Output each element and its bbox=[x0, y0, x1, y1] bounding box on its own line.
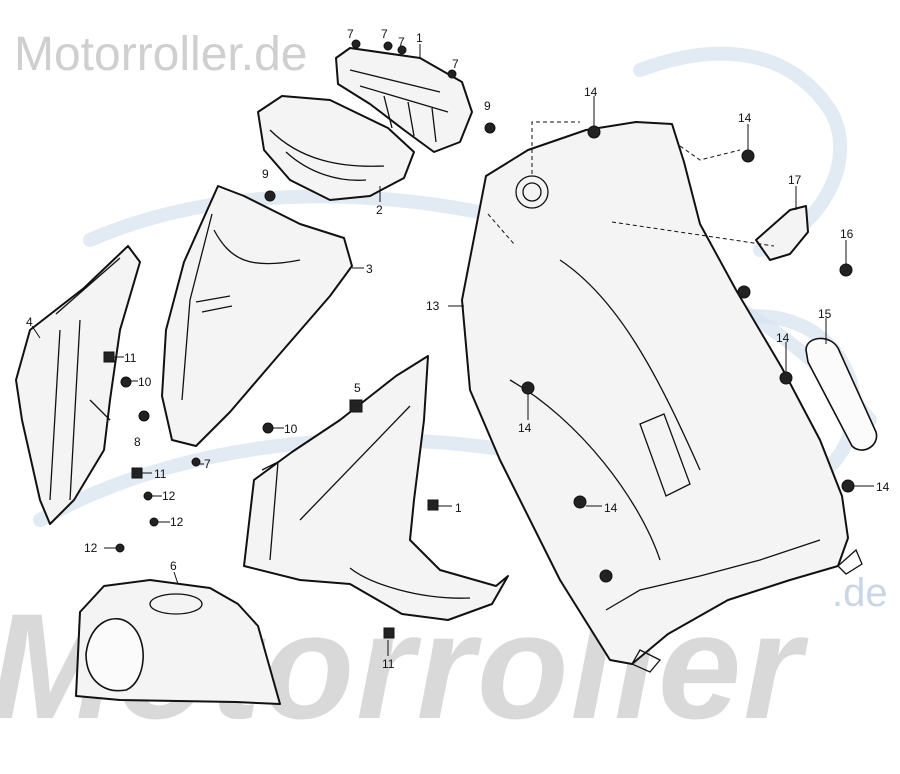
callout-7-d: 7 bbox=[452, 57, 459, 71]
callout-7-a: 7 bbox=[347, 27, 354, 41]
callout-7-e: 7 bbox=[204, 457, 211, 471]
part-inner-cover bbox=[75, 579, 281, 705]
part-lower-front-panel bbox=[243, 355, 509, 621]
part-side-cover-left bbox=[15, 245, 141, 525]
callout-17: 17 bbox=[788, 173, 802, 187]
callout-12-b: 12 bbox=[170, 515, 184, 529]
callout-7-b: 7 bbox=[381, 27, 388, 41]
callout-14-c: 14 bbox=[776, 331, 790, 345]
callout-6: 6 bbox=[170, 559, 177, 573]
callout-15: 15 bbox=[818, 307, 832, 321]
part-leg-shield bbox=[461, 121, 863, 673]
watermark-top: Motorroller.de bbox=[14, 28, 307, 81]
callout-10-b: 10 bbox=[284, 422, 298, 436]
callout-11-b: 11 bbox=[154, 467, 167, 481]
callout-14-f: 14 bbox=[876, 480, 890, 494]
watermark-corner: .de bbox=[832, 571, 888, 615]
callout-1: 1 bbox=[455, 501, 462, 515]
part-front-shield bbox=[161, 185, 353, 447]
callout-1-top: 1 bbox=[416, 31, 423, 45]
callout-13: 13 bbox=[426, 299, 440, 313]
part-headlight-bracket bbox=[335, 47, 473, 153]
callout-7-c: 7 bbox=[398, 35, 405, 49]
callout-12-c: 12 bbox=[84, 541, 98, 555]
callout-14-d: 14 bbox=[518, 421, 532, 435]
callout-14-a: 14 bbox=[584, 85, 598, 99]
part-trim-strip bbox=[805, 337, 878, 451]
leader-lines bbox=[31, 44, 874, 656]
callout-9-b: 9 bbox=[484, 99, 491, 113]
part-small-bracket bbox=[755, 205, 809, 261]
callout-11-c: 11 bbox=[382, 657, 395, 671]
callout-12-a: 12 bbox=[162, 489, 176, 503]
callout-labels: 1 1 2 3 4 5 6 7 7 7 7 7 8 9 9 10 10 11 1… bbox=[26, 27, 890, 671]
assembly-line-right bbox=[611, 221, 775, 247]
callout-9-a: 9 bbox=[262, 167, 269, 181]
callout-14-e: 14 bbox=[604, 501, 618, 515]
part-headlight-housing bbox=[257, 95, 415, 201]
callout-5: 5 bbox=[354, 381, 361, 395]
fasteners bbox=[103, 39, 855, 639]
assembly-line-right-top bbox=[679, 145, 741, 161]
callout-16: 16 bbox=[840, 227, 854, 241]
callout-11-a: 11 bbox=[124, 351, 137, 365]
callout-4: 4 bbox=[26, 315, 33, 329]
assembly-line-top bbox=[531, 121, 580, 174]
callout-8: 8 bbox=[134, 435, 141, 449]
callout-2: 2 bbox=[376, 203, 383, 217]
callout-3: 3 bbox=[366, 262, 373, 276]
callout-14-b: 14 bbox=[738, 111, 752, 125]
callout-10-a: 10 bbox=[138, 375, 152, 389]
